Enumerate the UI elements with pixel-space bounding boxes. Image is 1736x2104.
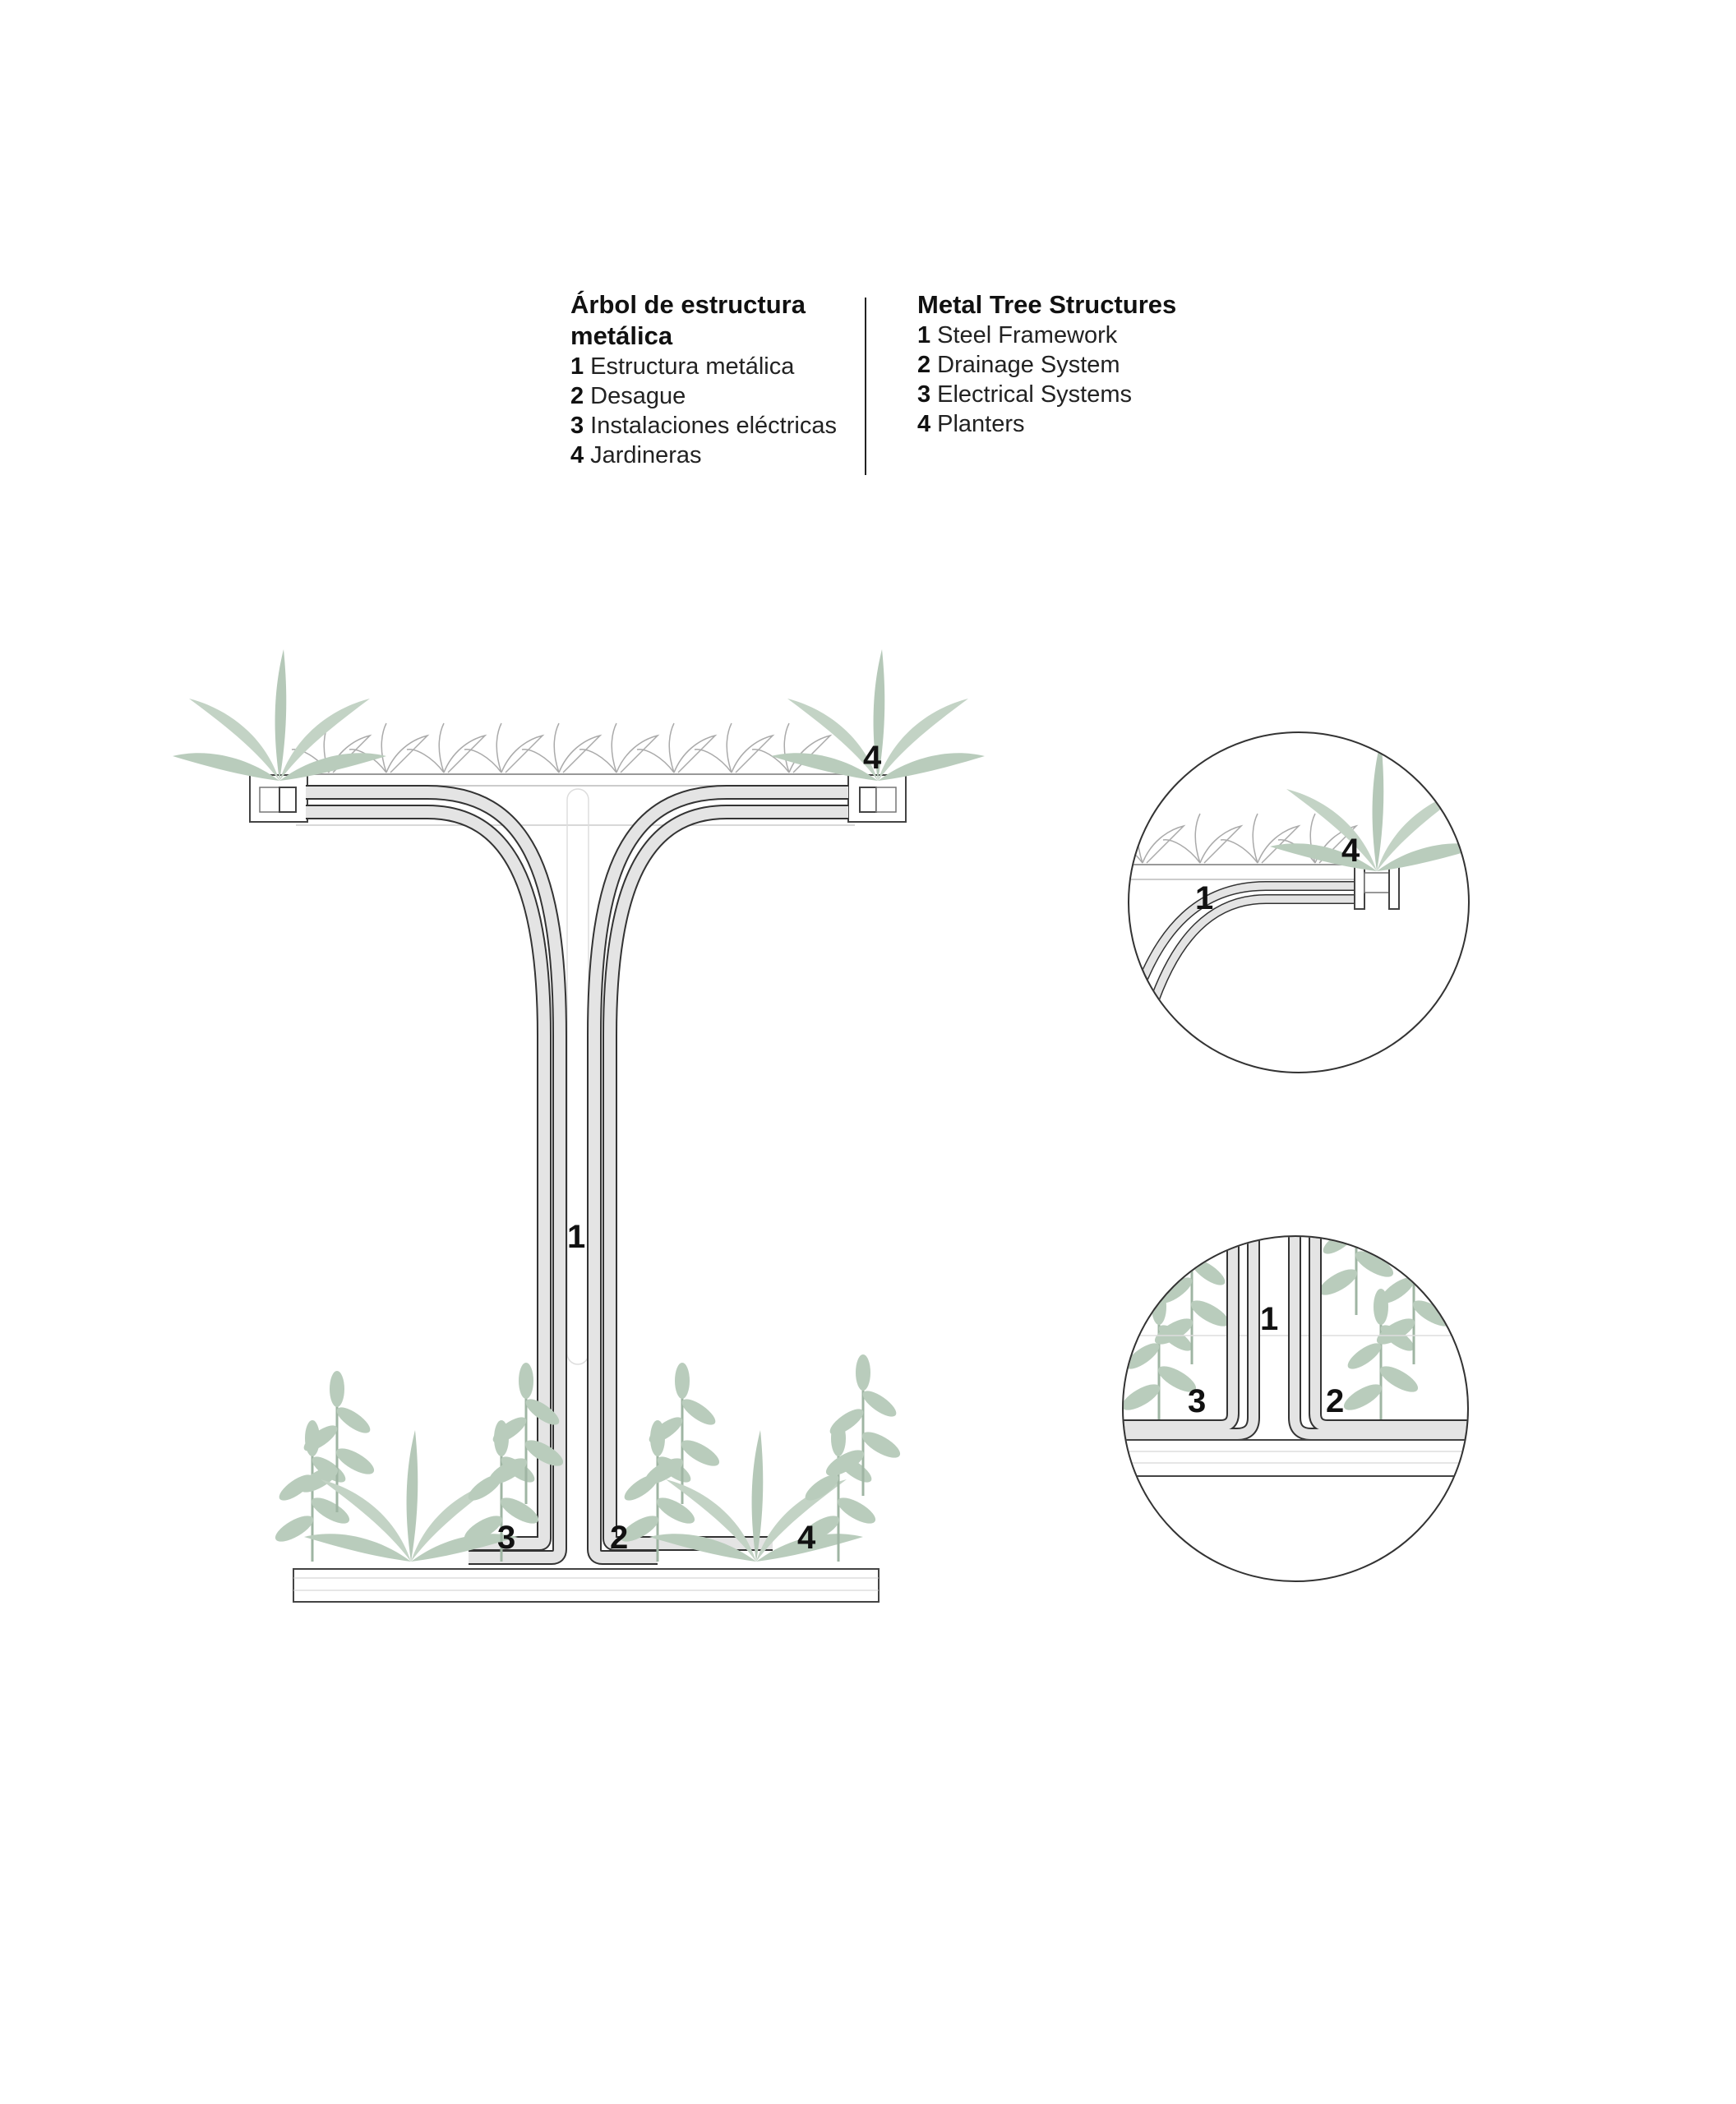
legend-num: 4	[570, 442, 584, 468]
legend-text: Drainage System	[937, 352, 1120, 378]
detail-bottom-label-3: 3	[1188, 1383, 1206, 1419]
label-1: 1	[567, 1219, 585, 1255]
legend-text: Electrical Systems	[937, 381, 1133, 408]
legend-text: Steel Framework	[937, 322, 1118, 348]
legend-text: Jardineras	[590, 442, 702, 468]
detail-top-label-4: 4	[1341, 833, 1360, 869]
label-4: 4	[797, 1520, 816, 1556]
detail-circle-top: 4 1	[1128, 731, 1470, 1073]
legend-num: 1	[917, 322, 931, 348]
detail-circle-bottom: 1 3 2	[1122, 1235, 1469, 1582]
legend-text: Instalaciones eléctricas	[590, 413, 837, 439]
detail-top-label-1: 1	[1195, 880, 1213, 916]
legend-num: 1	[570, 353, 584, 380]
legend-title-en: Metal Tree Structures	[917, 290, 1177, 319]
legend-text: Planters	[937, 411, 1025, 437]
label-3: 3	[497, 1520, 515, 1556]
legend-num: 2	[570, 383, 584, 409]
steel-framework	[306, 785, 848, 1565]
label-4-top: 4	[863, 740, 882, 776]
ground-planter	[270, 1353, 906, 1603]
legend-num: 4	[917, 411, 931, 437]
legend-divider	[865, 298, 866, 475]
detail-bottom-label-1: 1	[1260, 1301, 1278, 1337]
detail-bottom-label-2: 2	[1326, 1383, 1344, 1419]
legend-text: Desague	[590, 383, 686, 409]
legend-text: Estructura metálica	[590, 353, 795, 380]
legend-title-es: Árbol de estructura metálica	[570, 290, 806, 350]
label-2: 2	[610, 1520, 628, 1556]
legend-num: 3	[570, 413, 584, 439]
top-planter-beam	[173, 649, 985, 1365]
main-labels: 1 3 2 4 4	[497, 740, 882, 1556]
legend-num: 3	[917, 381, 931, 408]
legend-num: 2	[917, 352, 931, 378]
